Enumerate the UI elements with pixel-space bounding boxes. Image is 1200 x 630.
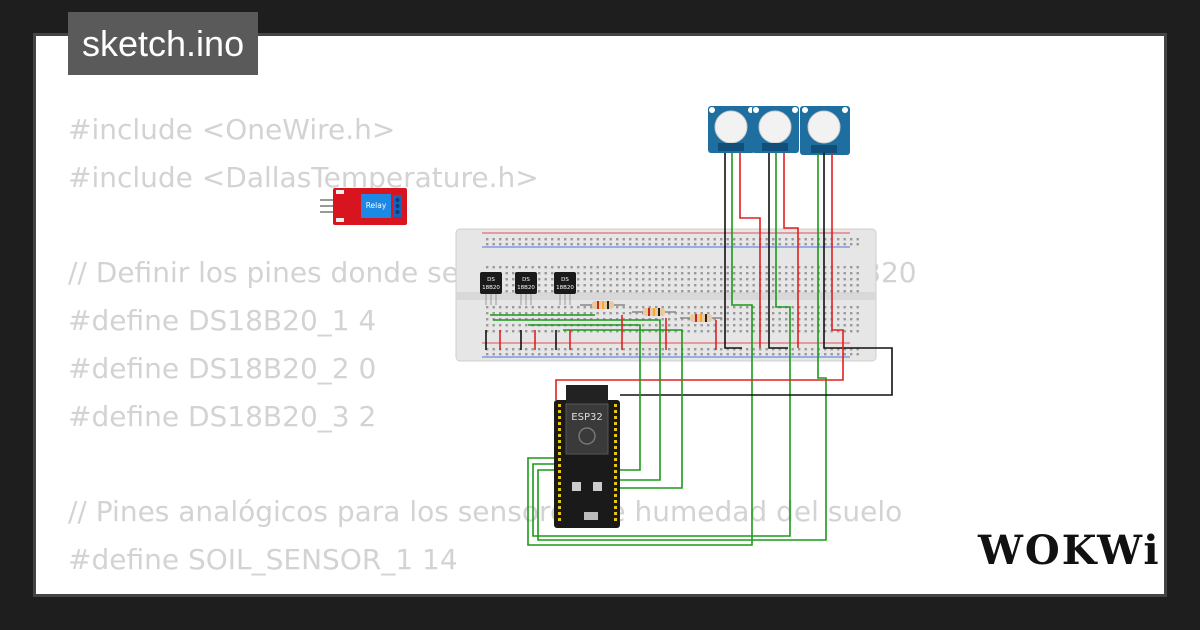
wires	[485, 153, 893, 546]
svg-text:DS: DS	[561, 277, 569, 283]
svg-text:DS: DS	[522, 277, 530, 283]
potentiometer-1[interactable]	[708, 106, 755, 153]
esp32-board[interactable]: ESP32	[554, 385, 620, 528]
wokwi-logo: WOKWi	[978, 527, 1161, 574]
ds18b20-sensor-2[interactable]: DS 18B20	[515, 272, 537, 305]
resistor-1[interactable]	[580, 301, 625, 309]
potentiometer-3[interactable]	[800, 106, 850, 155]
svg-text:18B20: 18B20	[517, 285, 535, 291]
code-line: #define DS18B20_3 2	[68, 399, 377, 433]
svg-text:18B20: 18B20	[556, 285, 574, 291]
file-title-tag: sketch.ino	[68, 12, 259, 75]
resistor-3[interactable]	[680, 314, 722, 322]
code-line: #define SOIL_SENSOR_2 27	[68, 584, 917, 594]
breadboard	[455, 228, 877, 362]
esp32-label: ESP32	[571, 412, 602, 423]
ds18b20-sensor-3[interactable]: DS 18B20	[554, 272, 576, 305]
potentiometer-2[interactable]	[752, 106, 799, 153]
svg-text:DS: DS	[487, 277, 495, 283]
code-line: #define DS18B20_2 0	[68, 351, 377, 385]
relay-label: Relay	[366, 201, 387, 210]
code-line: #define SOIL_SENSOR_1 14	[68, 543, 458, 577]
svg-text:18B20: 18B20	[482, 285, 500, 291]
relay-module[interactable]: Relay	[320, 188, 407, 225]
resistor-2[interactable]	[632, 308, 676, 316]
code-line: #define DS18B20_1 4	[68, 304, 377, 338]
ds18b20-sensor-1[interactable]: DS 18B20	[480, 272, 502, 305]
code-line: #include <OneWire.h>	[68, 113, 396, 146]
